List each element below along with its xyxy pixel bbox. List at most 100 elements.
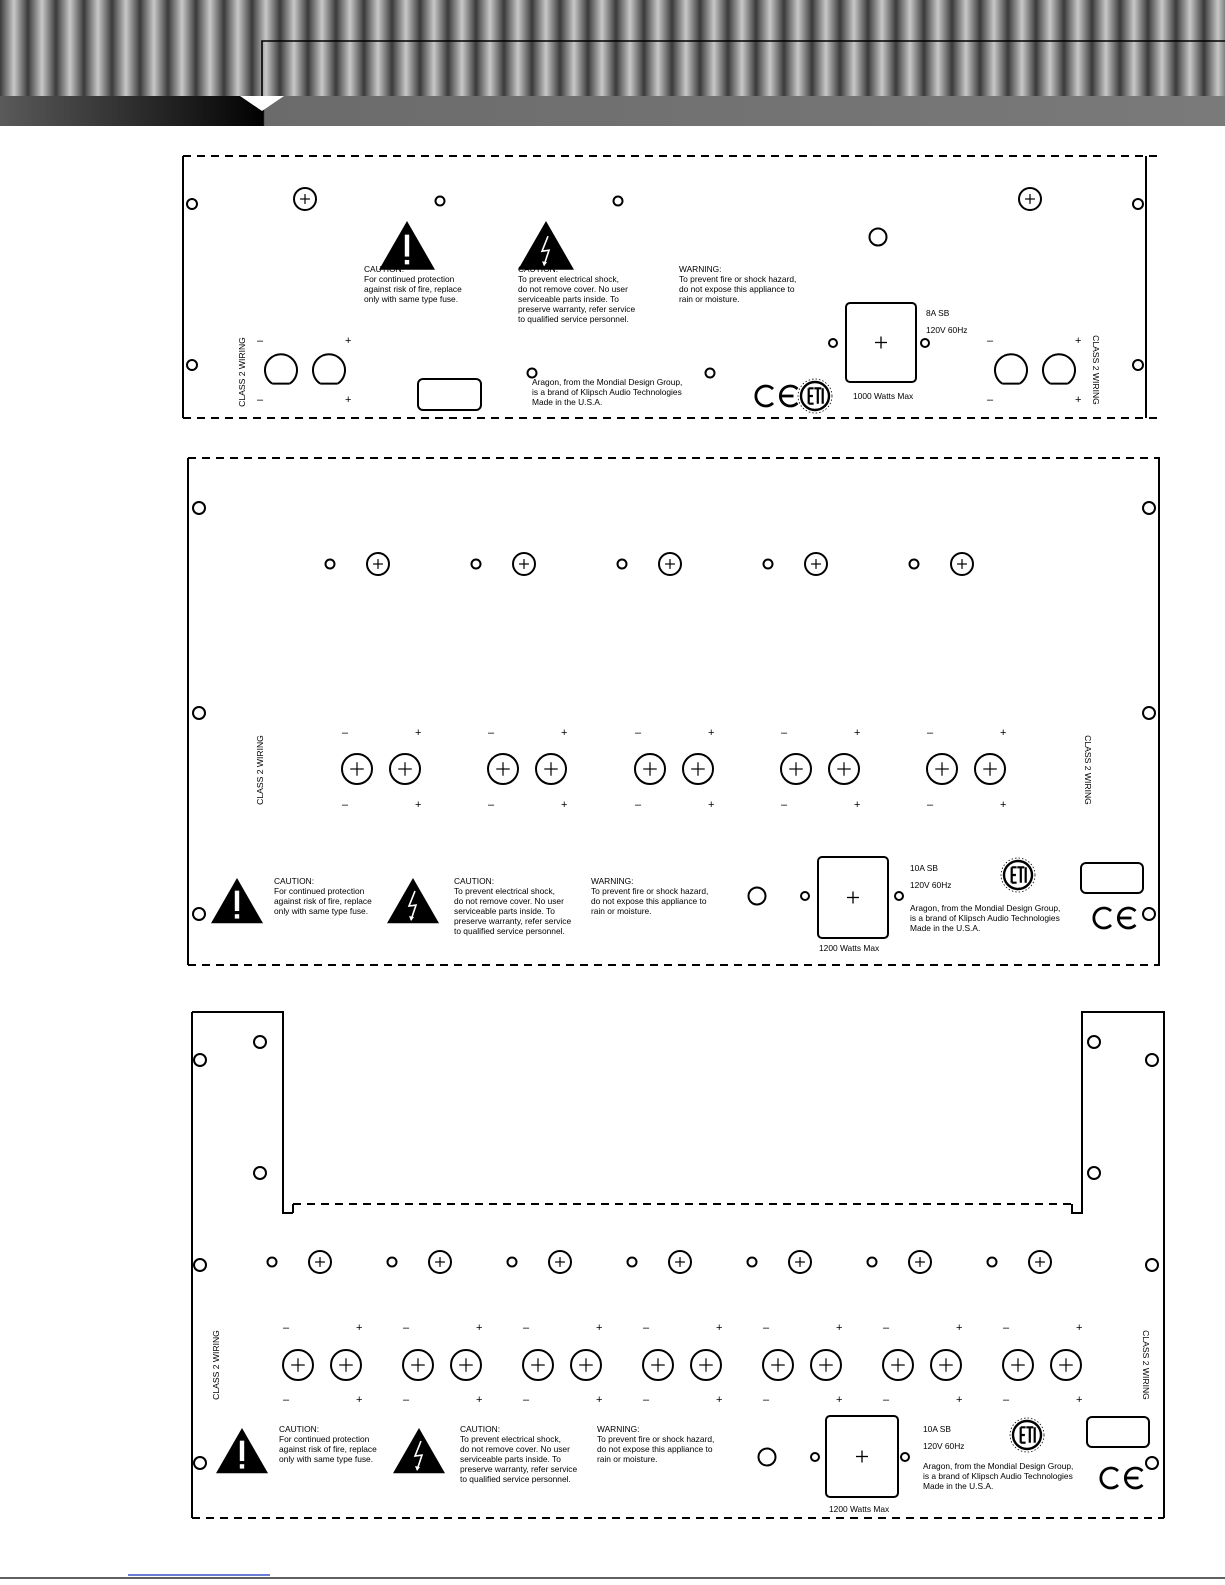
minus-label: – bbox=[403, 1394, 410, 1406]
mounting-hole-icon bbox=[704, 367, 716, 379]
plus-label: + bbox=[561, 799, 567, 811]
xlr-connector-icon bbox=[994, 353, 1028, 385]
minus-label: – bbox=[643, 1322, 650, 1334]
caution-shock-text-line: serviceable parts inside. To bbox=[518, 294, 619, 304]
fuse-holder-icon bbox=[1080, 862, 1144, 894]
caution-fuse-text-line: only with same type fuse. bbox=[274, 906, 368, 916]
mounting-hole-icon bbox=[810, 1452, 820, 1462]
warning-triangle-icon bbox=[379, 221, 435, 270]
minus-label: – bbox=[781, 799, 788, 811]
binding-post-icon bbox=[690, 1349, 722, 1381]
binding-post-icon bbox=[450, 1349, 482, 1381]
binding-post-icon bbox=[668, 1250, 692, 1274]
binding-post-icon bbox=[974, 753, 1006, 785]
caution-fuse-text-line: against risk of fire, replace bbox=[274, 896, 372, 906]
lightning-triangle-icon bbox=[518, 221, 574, 270]
mounting-hole-icon bbox=[192, 706, 206, 720]
binding-post-icon bbox=[308, 1250, 332, 1274]
mounting-hole-icon bbox=[193, 1053, 207, 1067]
binding-post-icon bbox=[780, 753, 812, 785]
caution-shock-text-line: serviceable parts inside. To bbox=[454, 906, 555, 916]
brand-text-line: Made in the U.S.A. bbox=[910, 923, 980, 933]
binding-post-icon bbox=[548, 1250, 572, 1274]
binding-post-icon bbox=[1050, 1349, 1082, 1381]
warning-fire-text-line: To prevent fire or shock hazard, bbox=[591, 886, 708, 896]
warning-fire-text-line: WARNING: bbox=[591, 876, 634, 886]
binding-post-icon bbox=[487, 753, 519, 785]
binding-post-icon bbox=[642, 1349, 674, 1381]
mounting-hole-icon bbox=[1142, 907, 1156, 921]
plus-label: + bbox=[1076, 1394, 1082, 1406]
class2-wiring-label: CLASS 2 WIRING bbox=[1083, 735, 1093, 805]
warning-fire-text-line: To prevent fire or shock hazard, bbox=[597, 1434, 714, 1444]
minus-label: – bbox=[342, 799, 349, 811]
header-pointer-icon bbox=[240, 96, 284, 111]
mounting-hole-icon bbox=[186, 359, 198, 371]
caution-shock-text-line: to qualified service personnel. bbox=[460, 1474, 571, 1484]
class2-wiring-label: CLASS 2 WIRING bbox=[1141, 1330, 1151, 1400]
caution-shock-text-line: CAUTION: bbox=[518, 264, 558, 274]
binding-post-icon bbox=[926, 753, 958, 785]
etl-mark-icon bbox=[1000, 857, 1036, 893]
mounting-hole-icon bbox=[193, 1258, 207, 1272]
binding-post-icon bbox=[788, 1250, 812, 1274]
minus-label: – bbox=[635, 727, 642, 739]
binding-post-icon bbox=[828, 753, 860, 785]
mounting-hole-icon bbox=[266, 1256, 278, 1268]
fuse-rating-label: 10A SB bbox=[910, 863, 938, 873]
voltage-label: 120V 60Hz bbox=[910, 880, 951, 890]
minus-label: – bbox=[927, 727, 934, 739]
warning-fire-text-line: rain or moisture. bbox=[679, 294, 740, 304]
mounting-hole-icon bbox=[526, 367, 538, 379]
plus-label: + bbox=[708, 727, 714, 739]
plus-label: + bbox=[356, 1394, 362, 1406]
binding-post-icon bbox=[522, 1349, 554, 1381]
class2-wiring-label: CLASS 2 WIRING bbox=[237, 337, 247, 407]
caution-fuse-text-line: CAUTION: bbox=[279, 1424, 319, 1434]
plus-label: + bbox=[836, 1394, 842, 1406]
warning-triangle-icon bbox=[211, 878, 263, 924]
mounting-hole-icon bbox=[1087, 1166, 1101, 1180]
binding-post-icon bbox=[930, 1349, 962, 1381]
brand-text-line: is a brand of Klipsch Audio Technologies bbox=[532, 387, 682, 397]
binding-post-icon bbox=[908, 1250, 932, 1274]
power-inlet-icon bbox=[817, 856, 889, 939]
binding-post-icon bbox=[1002, 1349, 1034, 1381]
binding-post-icon bbox=[658, 552, 682, 576]
caution-fuse-text-line: For continued protection bbox=[364, 274, 455, 284]
mounting-hole-icon bbox=[747, 886, 767, 906]
plus-label: + bbox=[1000, 799, 1006, 811]
plus-label: + bbox=[956, 1394, 962, 1406]
etl-mark-icon bbox=[797, 378, 833, 414]
brand-text-line: Aragon, from the Mondial Design Group, bbox=[923, 1461, 1073, 1471]
watts-max-label: 1000 Watts Max bbox=[853, 391, 914, 401]
plus-label: + bbox=[1075, 335, 1081, 347]
lightning-triangle-icon bbox=[387, 878, 439, 924]
caution-fuse-text-line: only with same type fuse. bbox=[279, 1454, 373, 1464]
class2-wiring-label: CLASS 2 WIRING bbox=[1091, 335, 1101, 405]
minus-label: – bbox=[763, 1394, 770, 1406]
warning-fire-text-line: rain or moisture. bbox=[591, 906, 652, 916]
mounting-hole-icon bbox=[186, 198, 198, 210]
plus-label: + bbox=[836, 1322, 842, 1334]
minus-label: – bbox=[342, 727, 349, 739]
plus-label: + bbox=[415, 799, 421, 811]
mounting-hole-icon bbox=[506, 1256, 518, 1268]
fuse-holder-icon bbox=[417, 378, 482, 411]
plus-label: + bbox=[561, 727, 567, 739]
caution-shock-text-line: To prevent electrical shock, bbox=[460, 1434, 561, 1444]
caution-fuse-text-line: For continued protection bbox=[274, 886, 365, 896]
caution-shock-text-line: do not remove cover. No user bbox=[460, 1444, 570, 1454]
brand-text-line: Aragon, from the Mondial Design Group, bbox=[532, 377, 682, 387]
mounting-hole-icon bbox=[1145, 1053, 1159, 1067]
minus-label: – bbox=[635, 799, 642, 811]
caution-fuse-text-line: For continued protection bbox=[279, 1434, 370, 1444]
minus-label: – bbox=[883, 1322, 890, 1334]
minus-label: – bbox=[781, 727, 788, 739]
mounting-hole-icon bbox=[470, 558, 482, 570]
mounting-hole-icon bbox=[616, 558, 628, 570]
mounting-hole-icon bbox=[828, 338, 838, 348]
binding-post-icon bbox=[682, 753, 714, 785]
binding-post-icon bbox=[282, 1349, 314, 1381]
mounting-hole-icon bbox=[253, 1166, 267, 1180]
